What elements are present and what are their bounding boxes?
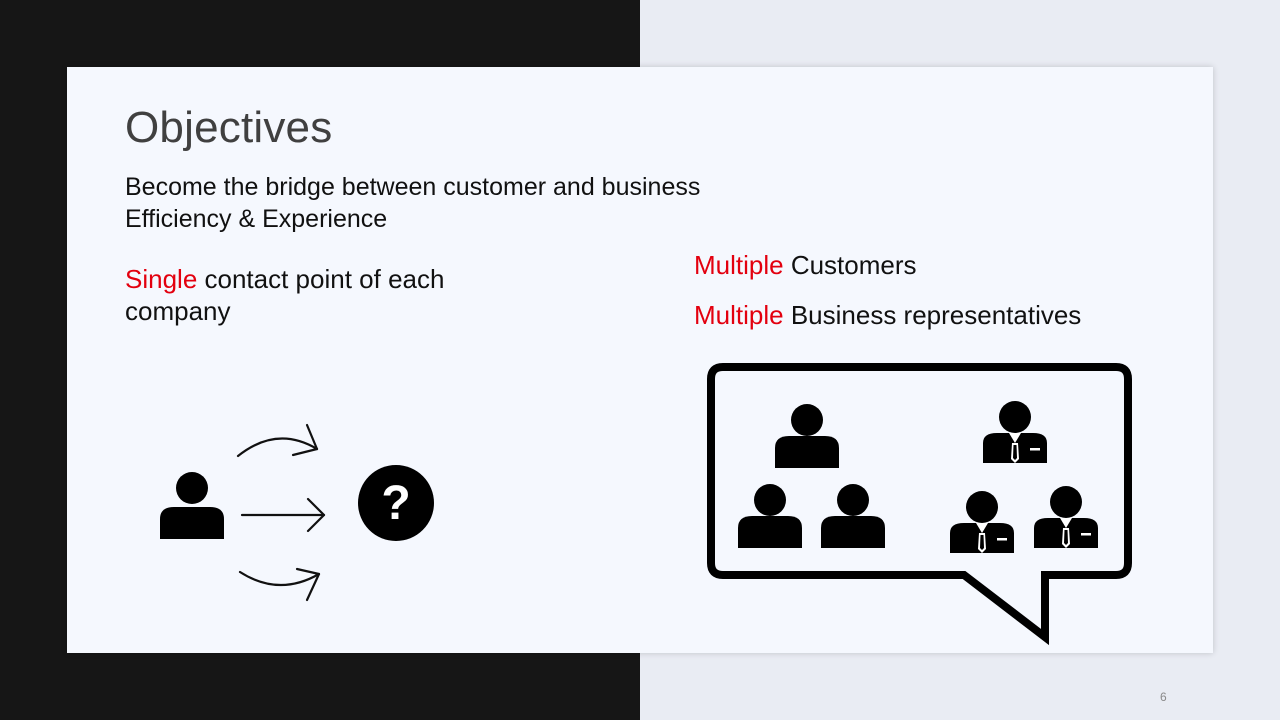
customer-icon [821, 484, 885, 548]
multiple-representatives-label: Business representatives [783, 300, 1082, 330]
multiple-customers-label: Customers [783, 250, 917, 280]
slide-card: Objectives Become the bridge between cus… [67, 67, 1213, 653]
speech-bubble-icon [707, 363, 1132, 646]
curved-arrow-up-icon [236, 423, 319, 458]
customer-icon [775, 404, 839, 468]
multiple-highlight: Multiple [694, 250, 784, 280]
illustration-layer: ? [160, 363, 1132, 646]
single-contact-text: Single contact point of each company [125, 263, 545, 327]
page-number: 6 [1160, 690, 1167, 704]
curved-arrow-down-icon [238, 567, 321, 602]
businessman-icon [983, 401, 1047, 463]
multiple-representatives-text: Multiple Business representatives [694, 300, 1081, 331]
multiple-customers-text: Multiple Customers [694, 250, 917, 281]
arrow-right-icon [240, 497, 326, 533]
subtitle-line-2: Efficiency & Experience [125, 205, 388, 233]
businessman-icon [1034, 486, 1098, 548]
svg-text:?: ? [381, 477, 410, 530]
slide-title: Objectives [125, 103, 333, 152]
single-rest: contact point of each company [125, 264, 445, 326]
subtitle-line-1: Become the bridge between customer and b… [125, 173, 701, 201]
single-highlight: Single [125, 264, 198, 294]
multiple-highlight: Multiple [694, 300, 784, 330]
businessman-icon [950, 491, 1014, 553]
question-circle-icon: ? [358, 465, 434, 541]
person-icon [160, 472, 224, 539]
customer-icon [738, 484, 802, 548]
